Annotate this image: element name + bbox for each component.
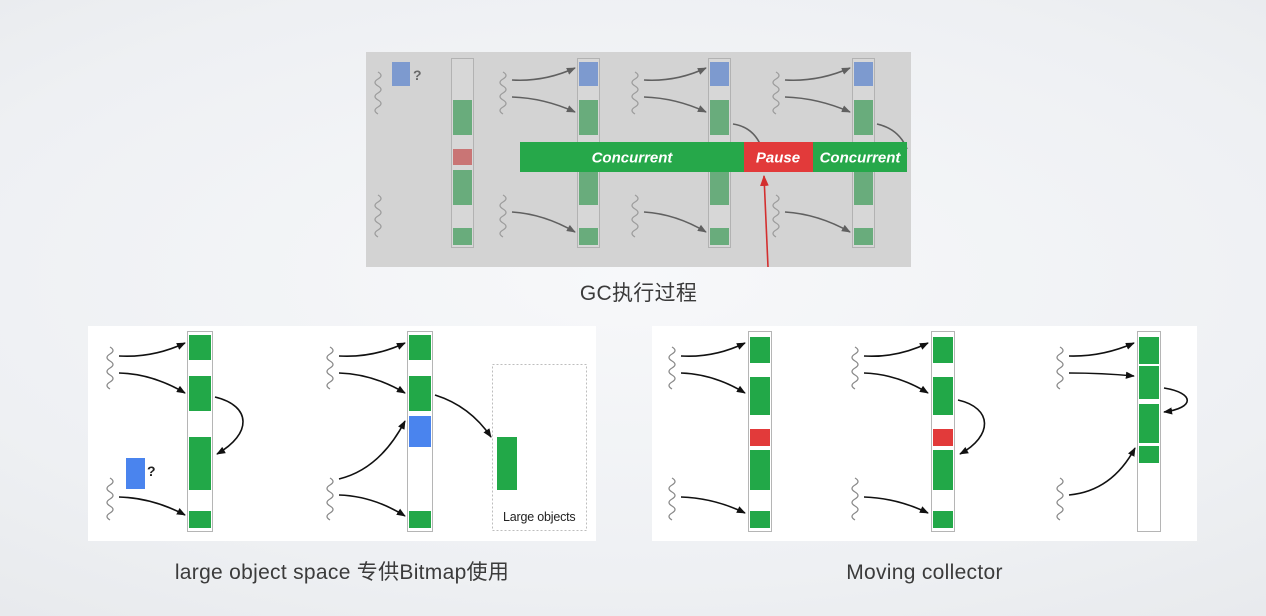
live-object [933,377,953,415]
pause-pointer-arrow [760,174,769,267]
live-object [750,511,770,528]
root-squiggle [106,346,114,390]
live-object [409,335,431,360]
new-object [409,416,431,447]
live-object [750,377,770,415]
reference-arrow [863,496,929,514]
reference-arrow [680,496,746,514]
concurrent-phase-label: Concurrent [592,150,674,167]
live-object [933,337,953,363]
reference-arrow [338,494,406,517]
pause-phase [744,142,813,172]
moving-collector-diagram [652,326,1197,541]
live-object [189,335,211,360]
pause-phase-label: Pause [756,150,800,167]
gc-process-diagram: ? [366,52,911,267]
garbage-object [933,429,953,446]
large-object-space-svg: ? Large objects [106,331,587,532]
concurrent-phase [813,142,907,172]
root-squiggle [326,346,334,390]
concurrent-phase-label: Concurrent [820,150,902,167]
reference-arrow [1163,387,1188,415]
heap-step-3-compacted [1056,331,1188,532]
heap-after [326,331,492,532]
heap-before: ? [106,331,244,532]
root-squiggle [106,477,114,521]
unknown-marker: ? [147,463,156,479]
reference-arrow [118,342,186,358]
live-object [1139,404,1159,443]
live-object [750,450,770,490]
live-object [1139,366,1159,399]
root-squiggle [1056,477,1064,521]
reference-arrow [1068,371,1135,379]
gc-process-svg: ? [366,52,911,267]
large-objects-region: Large objects [492,364,587,531]
moving-collector-caption: Moving collector [846,561,1003,584]
concurrent-phase [520,142,744,172]
reference-arrow [434,394,492,438]
large-object-space-caption: large object space 专供Bitmap使用 [174,561,510,584]
reference-arrow [338,372,406,394]
gc-process-caption: GC执行过程 [579,282,698,305]
live-object [189,511,211,528]
live-object [1139,446,1159,463]
reference-arrow [1068,342,1135,357]
reference-arrow [957,399,986,455]
root-squiggle [851,346,859,390]
large-object-space-diagram: ? Large objects [88,326,596,541]
root-squiggle [668,346,676,390]
live-object [189,437,211,490]
garbage-object [750,429,770,446]
live-object [933,450,953,490]
live-object [750,337,770,363]
live-object [409,511,431,528]
gc-phase-bar: Concurrent Pause Concurrent [520,142,907,172]
heap-step-1 [668,331,772,532]
live-object [409,376,431,411]
reference-arrow [1068,447,1136,496]
reference-arrow [118,496,186,516]
large-objects-box [492,364,587,531]
large-objects-label: Large objects [503,510,575,524]
live-object [933,511,953,528]
reference-arrow [863,342,929,358]
moving-collector-svg [668,331,1188,532]
root-squiggle [326,477,334,521]
reference-arrow [214,396,244,455]
new-large-object [126,458,145,489]
reference-arrow [680,372,746,394]
root-squiggle [668,477,676,521]
reference-arrow [863,372,929,394]
root-squiggle [1056,346,1064,390]
reference-arrow [338,342,406,358]
reference-arrow [118,372,186,394]
root-squiggle [851,477,859,521]
reference-arrow [338,420,406,480]
large-object [497,437,517,490]
live-object [189,376,211,411]
heap-step-2 [851,331,986,532]
live-object [1139,337,1159,364]
heap-column [187,331,213,532]
reference-arrow [680,342,746,358]
